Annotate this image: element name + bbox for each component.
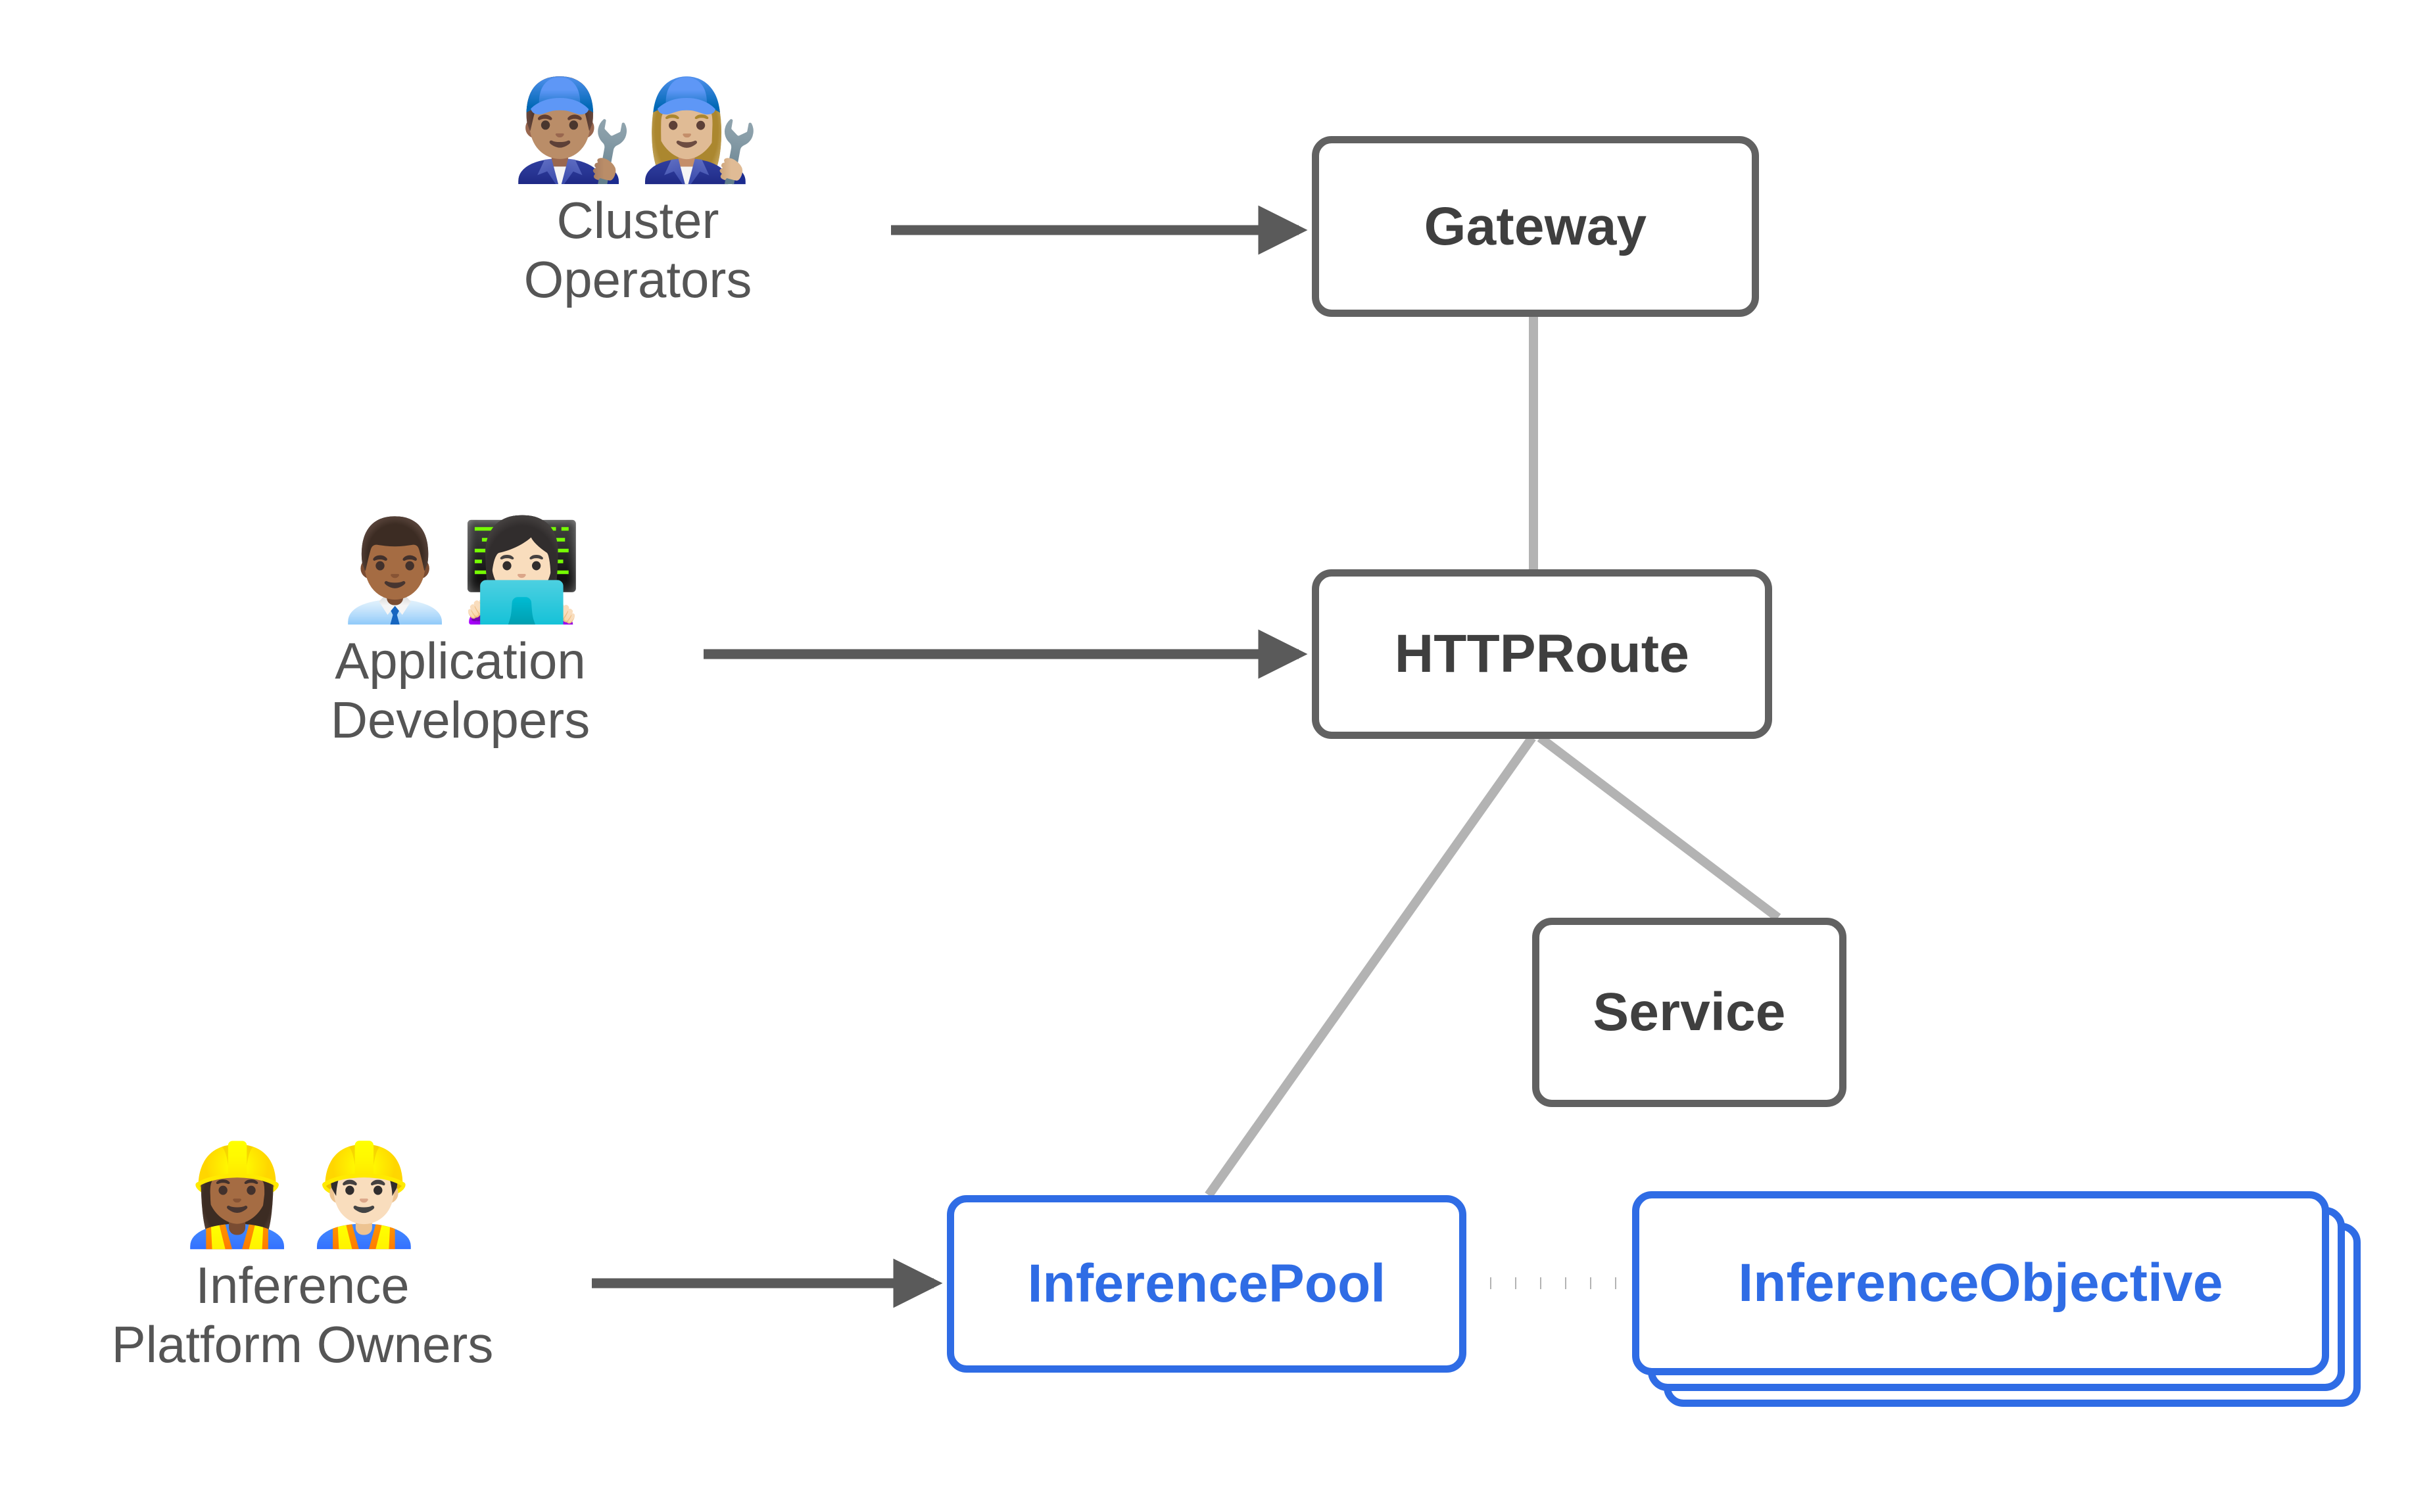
node-inferenceobjective-stack[interactable]: InferenceObjective [1632, 1191, 2362, 1408]
node-inferenceobjective[interactable]: InferenceObjective [1632, 1191, 2329, 1375]
cluster-operators-emoji: 👨🏽‍🔧👩🏼‍🔧 [511, 73, 765, 187]
node-service-label: Service [1593, 982, 1786, 1042]
application-developers-emoji: 👨🏾‍💼👩🏻‍💻 [333, 513, 587, 628]
application-developers-label: Application Developers [330, 632, 590, 749]
actor-inference-platform-owners: 👷🏾‍♀️👷🏻‍♂️ Inference Platform Owners [72, 1144, 533, 1375]
actor-application-developers: 👨🏾‍💼👩🏻‍💻 Application Developers [316, 519, 605, 750]
node-service[interactable]: Service [1532, 918, 1846, 1107]
actor-cluster-operators: 👨🏽‍🔧👩🏼‍🔧 Cluster Operators [500, 79, 776, 310]
node-inferencepool[interactable]: InferencePool [947, 1195, 1466, 1373]
node-gateway[interactable]: Gateway [1312, 136, 1759, 317]
node-httproute[interactable]: HTTPRoute [1312, 569, 1772, 739]
inference-platform-owners-label: Inference Platform Owners [111, 1256, 494, 1374]
node-inferencepool-label: InferencePool [1027, 1254, 1386, 1313]
node-httproute-label: HTTPRoute [1394, 624, 1690, 684]
inference-platform-owners-emoji: 👷🏾‍♀️👷🏻‍♂️ [176, 1138, 429, 1252]
edge-httproute-to-inferencepool [1205, 734, 1536, 1198]
node-gateway-label: Gateway [1424, 196, 1647, 256]
edge-httproute-to-service [1537, 734, 1781, 922]
cluster-operators-label: Cluster Operators [523, 191, 752, 309]
node-inferenceobjective-label: InferenceObjective [1738, 1253, 2223, 1313]
